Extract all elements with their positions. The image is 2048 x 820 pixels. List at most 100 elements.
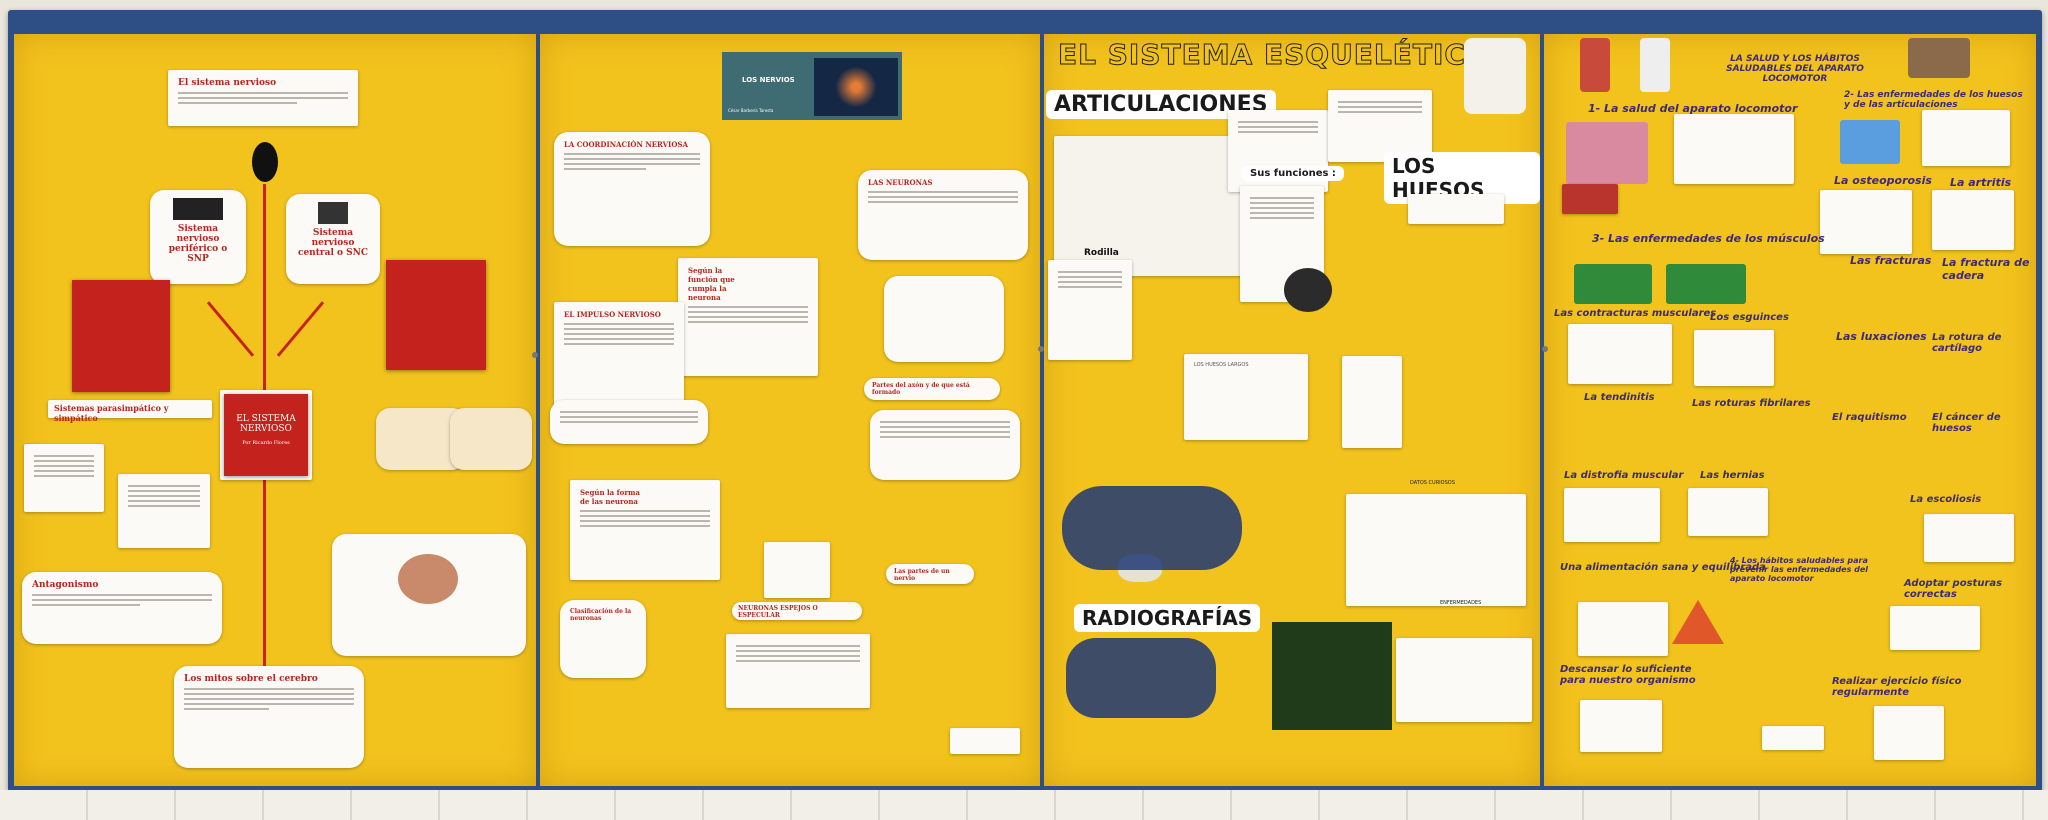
neuron-diagram [884, 276, 1004, 362]
contractures: Las contracturas musculares [1554, 308, 1717, 319]
myths-title: Los mitos sobre el cerebro [184, 674, 318, 684]
posture-text [1890, 606, 1980, 650]
snp-red-card [72, 280, 170, 392]
food-pyramid [1672, 600, 1724, 644]
diseases-label: ENFERMEDADES [1440, 600, 1482, 606]
shape-diagram [764, 542, 830, 598]
curious-label: DATOS CURIOSOS [1410, 480, 1455, 486]
nervous-system-cover: EL SISTEMA NERVIOSO Por Ricardo Flores [224, 394, 308, 476]
parasympathetic-list [118, 474, 210, 548]
dystrophy: La distrofia muscular [1564, 470, 1684, 481]
health-note [1566, 122, 1648, 184]
diseases-xrays [1396, 638, 1532, 722]
brain-image [398, 554, 458, 604]
contractures-text [1568, 324, 1672, 384]
ribcage-image [1284, 268, 1332, 312]
thumbtack [1038, 346, 1044, 352]
wall-tiles [0, 790, 2048, 820]
diet-text [1578, 602, 1668, 656]
healthy-title: LA SALUD Y LOS HÁBITOS SALUDABLES DEL AP… [1726, 54, 1864, 84]
arthritis: La artritis [1950, 176, 2012, 189]
diseases-text [1922, 110, 2010, 166]
sympathetic-list [24, 444, 104, 512]
antagonism-title: Antagonismo [32, 580, 99, 590]
sympathetic-title: Sistemas parasimpático y simpático [54, 403, 169, 423]
mirror-label: NEURONAS ESPEJOS O ESPECULAR [732, 602, 862, 620]
long-bones-card: LOS HUESOS LARGOS [1184, 354, 1308, 440]
habits: 4- Los hábitos saludables para prevenir … [1730, 556, 1869, 583]
author-card [1762, 726, 1824, 750]
by-shape-title: Según la forma de las neurona [580, 488, 640, 506]
health-text [1674, 114, 1794, 184]
cover-author: Por Ricardo Flores [242, 440, 290, 446]
knee-label: Rodilla [1084, 248, 1119, 258]
nerve-parts-label: Las partes de un nervio [886, 564, 974, 584]
exercise-text [1874, 706, 1944, 760]
impulse-text-card [550, 400, 708, 444]
body-icon [252, 142, 278, 182]
scoliosis: La escoliosis [1910, 494, 1982, 505]
bone-cancer: El cáncer de huesos [1932, 412, 2001, 434]
fractures: Las fracturas [1850, 254, 1932, 267]
tendinitis: La tendinitis [1584, 392, 1655, 403]
impulse-title: EL IMPULSO NERVIOSO [564, 310, 661, 319]
functions-title: Sus funciones : [1242, 166, 1344, 181]
author-card [950, 728, 1020, 754]
by-shape-card: Según la forma de las neurona [570, 480, 720, 580]
cover-card: EL SISTEMA NERVIOSO Por Ricardo Flores [220, 390, 312, 480]
coordination-card: LA COORDINACIÓN NERVIOSA [554, 132, 710, 246]
osteoporosis: La osteoporosis [1834, 174, 1932, 187]
intro-card: El sistema nervioso [168, 70, 358, 126]
knee-text [1048, 260, 1132, 360]
axon-parts-title: Partes del axón y de que está formado [872, 382, 970, 396]
panel-nervous-system: El sistema nervioso Sistema nervioso per… [14, 34, 536, 786]
long-bones-title: LOS HUESOS LARGOS [1194, 362, 1249, 368]
skeleton-figure [1640, 38, 1670, 92]
hip: La fractura de cadera [1942, 256, 2030, 282]
myths-card: Los mitos sobre el cerebro [174, 666, 364, 768]
brain-sections-image [450, 408, 532, 470]
intro-title: El sistema nervioso [178, 78, 277, 88]
thumbtack [1542, 346, 1548, 352]
diseases-note [1840, 120, 1900, 164]
nerves-cover: LOS NERVIOS César Barbería Taresta [722, 52, 902, 120]
joints-title: ARTICULACIONES [1046, 90, 1276, 119]
by-function-title: Según la función que cumpla la neurona [688, 266, 735, 302]
red-line [206, 301, 255, 357]
rest: Descansar lo suficiente para nuestro org… [1560, 664, 1696, 686]
skulls-image [1408, 194, 1504, 224]
dystrophy-text [1564, 488, 1660, 542]
arthritis-text [1932, 190, 2014, 250]
skeleton-image [1464, 38, 1526, 114]
neurons-card: LAS NEURONAS [858, 170, 1028, 260]
diseases-table [1272, 622, 1392, 730]
panel-nerves: LOS NERVIOS César Barbería Taresta LA CO… [540, 34, 1040, 786]
sympathetic-label: Sistemas parasimpático y simpático [48, 400, 212, 423]
classification-card: Clasificación de la neuronas [560, 600, 646, 678]
curious-facts [1346, 494, 1526, 606]
sprains: Los esguinces [1710, 312, 1789, 323]
central-title: Sistema nervioso central o SNC [297, 228, 369, 258]
brain-thumb [318, 202, 348, 224]
peripheral-card: Sistema nervioso periférico o SNP [150, 190, 246, 284]
fibrillar: Las roturas fibrilares [1692, 398, 1811, 409]
panel-healthy-habits: LA SALUD Y LOS HÁBITOS SALUDABLES DEL AP… [1544, 34, 2036, 786]
neurons-title: LAS NEURONAS [868, 178, 933, 187]
osteo-text [1820, 190, 1912, 254]
posture: Adoptar posturas correctas [1904, 578, 2003, 600]
xrays-title: RADIOGRAFÍAS [1074, 604, 1261, 632]
muscle-note-2 [1666, 264, 1746, 304]
brain-image-card [332, 534, 526, 656]
axon-text-card [870, 410, 1020, 480]
scoliosis-text [1924, 514, 2014, 562]
bones-mindmap [1062, 486, 1242, 570]
joints-notes-2 [1328, 90, 1432, 162]
axon-parts-label: Partes del axón y de que está formado [864, 378, 1000, 400]
sprains-text [1694, 330, 1774, 386]
nerve-parts-title: Las partes de un nervio [894, 568, 950, 582]
nerves-cover-title: LOS NERVIOS [742, 76, 795, 84]
by-function-card: Según la función que cumpla la neurona [678, 258, 818, 376]
snc-red-card [386, 260, 486, 370]
athlete-photo [1908, 38, 1970, 78]
h3: 3- Las enfermedades de los músculos [1592, 232, 1825, 245]
